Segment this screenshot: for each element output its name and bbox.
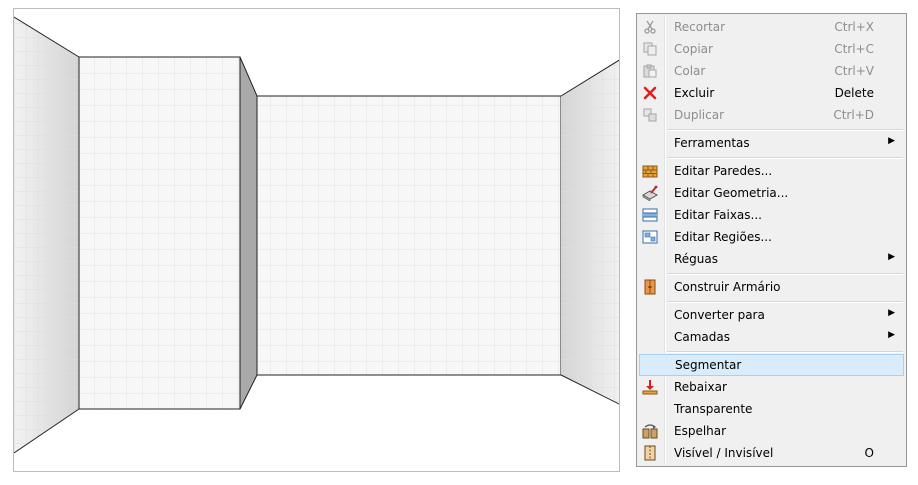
lower-icon bbox=[642, 379, 658, 395]
menu-gutter bbox=[664, 16, 666, 464]
menu-item-convert-to[interactable]: Converter para ▶ bbox=[639, 304, 904, 326]
menu-item-label: Recortar bbox=[674, 20, 726, 34]
menu-item-label: Ferramentas bbox=[674, 136, 750, 150]
delete-icon bbox=[642, 85, 658, 101]
menu-separator bbox=[667, 129, 903, 131]
mirror-icon bbox=[642, 423, 658, 439]
menu-item-tools[interactable]: Ferramentas ▶ bbox=[639, 132, 904, 154]
menu-item-label: Editar Paredes... bbox=[674, 164, 773, 178]
menu-separator bbox=[667, 273, 903, 275]
menu-item-label: Editar Regiões... bbox=[674, 230, 772, 244]
menu-item-shortcut: Ctrl+C bbox=[834, 42, 874, 56]
menu-item-shortcut: Ctrl+D bbox=[833, 108, 874, 122]
menu-item-label: Excluir bbox=[674, 86, 715, 100]
menu-item-label: Duplicar bbox=[674, 108, 725, 122]
menu-item-label: Construir Armário bbox=[674, 280, 781, 294]
menu-item-label: Copiar bbox=[674, 42, 713, 56]
menu-item-lower[interactable]: Rebaixar bbox=[639, 376, 904, 398]
menu-item-transparent[interactable]: Transparente bbox=[639, 398, 904, 420]
context-menu: Recortar Ctrl+X Copiar Ctrl+C Colar Ctrl… bbox=[636, 13, 907, 467]
cabinet-icon bbox=[642, 279, 658, 295]
menu-item-duplicate[interactable]: Duplicar Ctrl+D bbox=[639, 104, 904, 126]
regions-icon bbox=[642, 229, 658, 245]
menu-item-paste[interactable]: Colar Ctrl+V bbox=[639, 60, 904, 82]
menu-item-label: Editar Faixas... bbox=[674, 208, 762, 222]
menu-item-shortcut: Ctrl+X bbox=[834, 20, 874, 34]
menu-item-edit-regions[interactable]: Editar Regiões... bbox=[639, 226, 904, 248]
menu-item-label: Colar bbox=[674, 64, 706, 78]
menu-item-label: Rebaixar bbox=[674, 380, 727, 394]
left-wall[interactable] bbox=[14, 16, 80, 454]
menu-item-cut[interactable]: Recortar Ctrl+X bbox=[639, 16, 904, 38]
menu-separator bbox=[667, 157, 903, 159]
stripes-icon bbox=[642, 207, 658, 223]
menu-item-copy[interactable]: Copiar Ctrl+C bbox=[639, 38, 904, 60]
menu-item-build-cabinet[interactable]: Construir Armário bbox=[639, 276, 904, 298]
visibility-icon bbox=[642, 445, 658, 461]
submenu-arrow-icon: ▶ bbox=[888, 308, 895, 318]
back-wall[interactable] bbox=[256, 95, 562, 376]
menu-item-label: Converter para bbox=[674, 308, 765, 322]
menu-item-delete[interactable]: Excluir Delete bbox=[639, 82, 904, 104]
submenu-arrow-icon: ▶ bbox=[888, 252, 895, 262]
menu-item-label: Editar Geometria... bbox=[674, 186, 789, 200]
front-pillar-wall[interactable] bbox=[78, 56, 258, 410]
menu-item-layers[interactable]: Camadas ▶ bbox=[639, 326, 904, 348]
menu-item-edit-stripes[interactable]: Editar Faixas... bbox=[639, 204, 904, 226]
submenu-arrow-icon: ▶ bbox=[888, 330, 895, 340]
copy-icon bbox=[642, 41, 658, 57]
menu-item-label: Réguas bbox=[674, 252, 719, 266]
menu-separator bbox=[667, 301, 903, 303]
3d-viewport[interactable] bbox=[13, 8, 620, 472]
menu-item-shortcut: O bbox=[864, 446, 874, 460]
room-render bbox=[14, 16, 620, 454]
menu-item-rulers[interactable]: Réguas ▶ bbox=[639, 248, 904, 270]
menu-item-edit-geometry[interactable]: Editar Geometria... bbox=[639, 182, 904, 204]
menu-item-label: Camadas bbox=[674, 330, 730, 344]
geometry-icon bbox=[642, 185, 658, 201]
menu-item-segment[interactable]: Segmentar bbox=[639, 354, 904, 376]
paste-icon bbox=[642, 63, 658, 79]
duplicate-icon bbox=[642, 107, 658, 123]
menu-item-visibility[interactable]: Visível / Invisível O bbox=[639, 442, 904, 464]
submenu-arrow-icon: ▶ bbox=[888, 136, 895, 146]
menu-item-label: Segmentar bbox=[675, 358, 742, 372]
menu-item-label: Visível / Invisível bbox=[674, 446, 774, 460]
right-wall[interactable] bbox=[560, 59, 620, 405]
menu-item-shortcut: Delete bbox=[834, 86, 874, 100]
menu-item-label: Espelhar bbox=[674, 424, 727, 438]
menu-item-mirror[interactable]: Espelhar bbox=[639, 420, 904, 442]
menu-item-shortcut: Ctrl+V bbox=[834, 64, 874, 78]
scissors-icon bbox=[642, 19, 658, 35]
menu-separator bbox=[667, 351, 903, 353]
walls-icon bbox=[642, 163, 658, 179]
menu-item-label: Transparente bbox=[674, 402, 753, 416]
menu-item-edit-walls[interactable]: Editar Paredes... bbox=[639, 160, 904, 182]
